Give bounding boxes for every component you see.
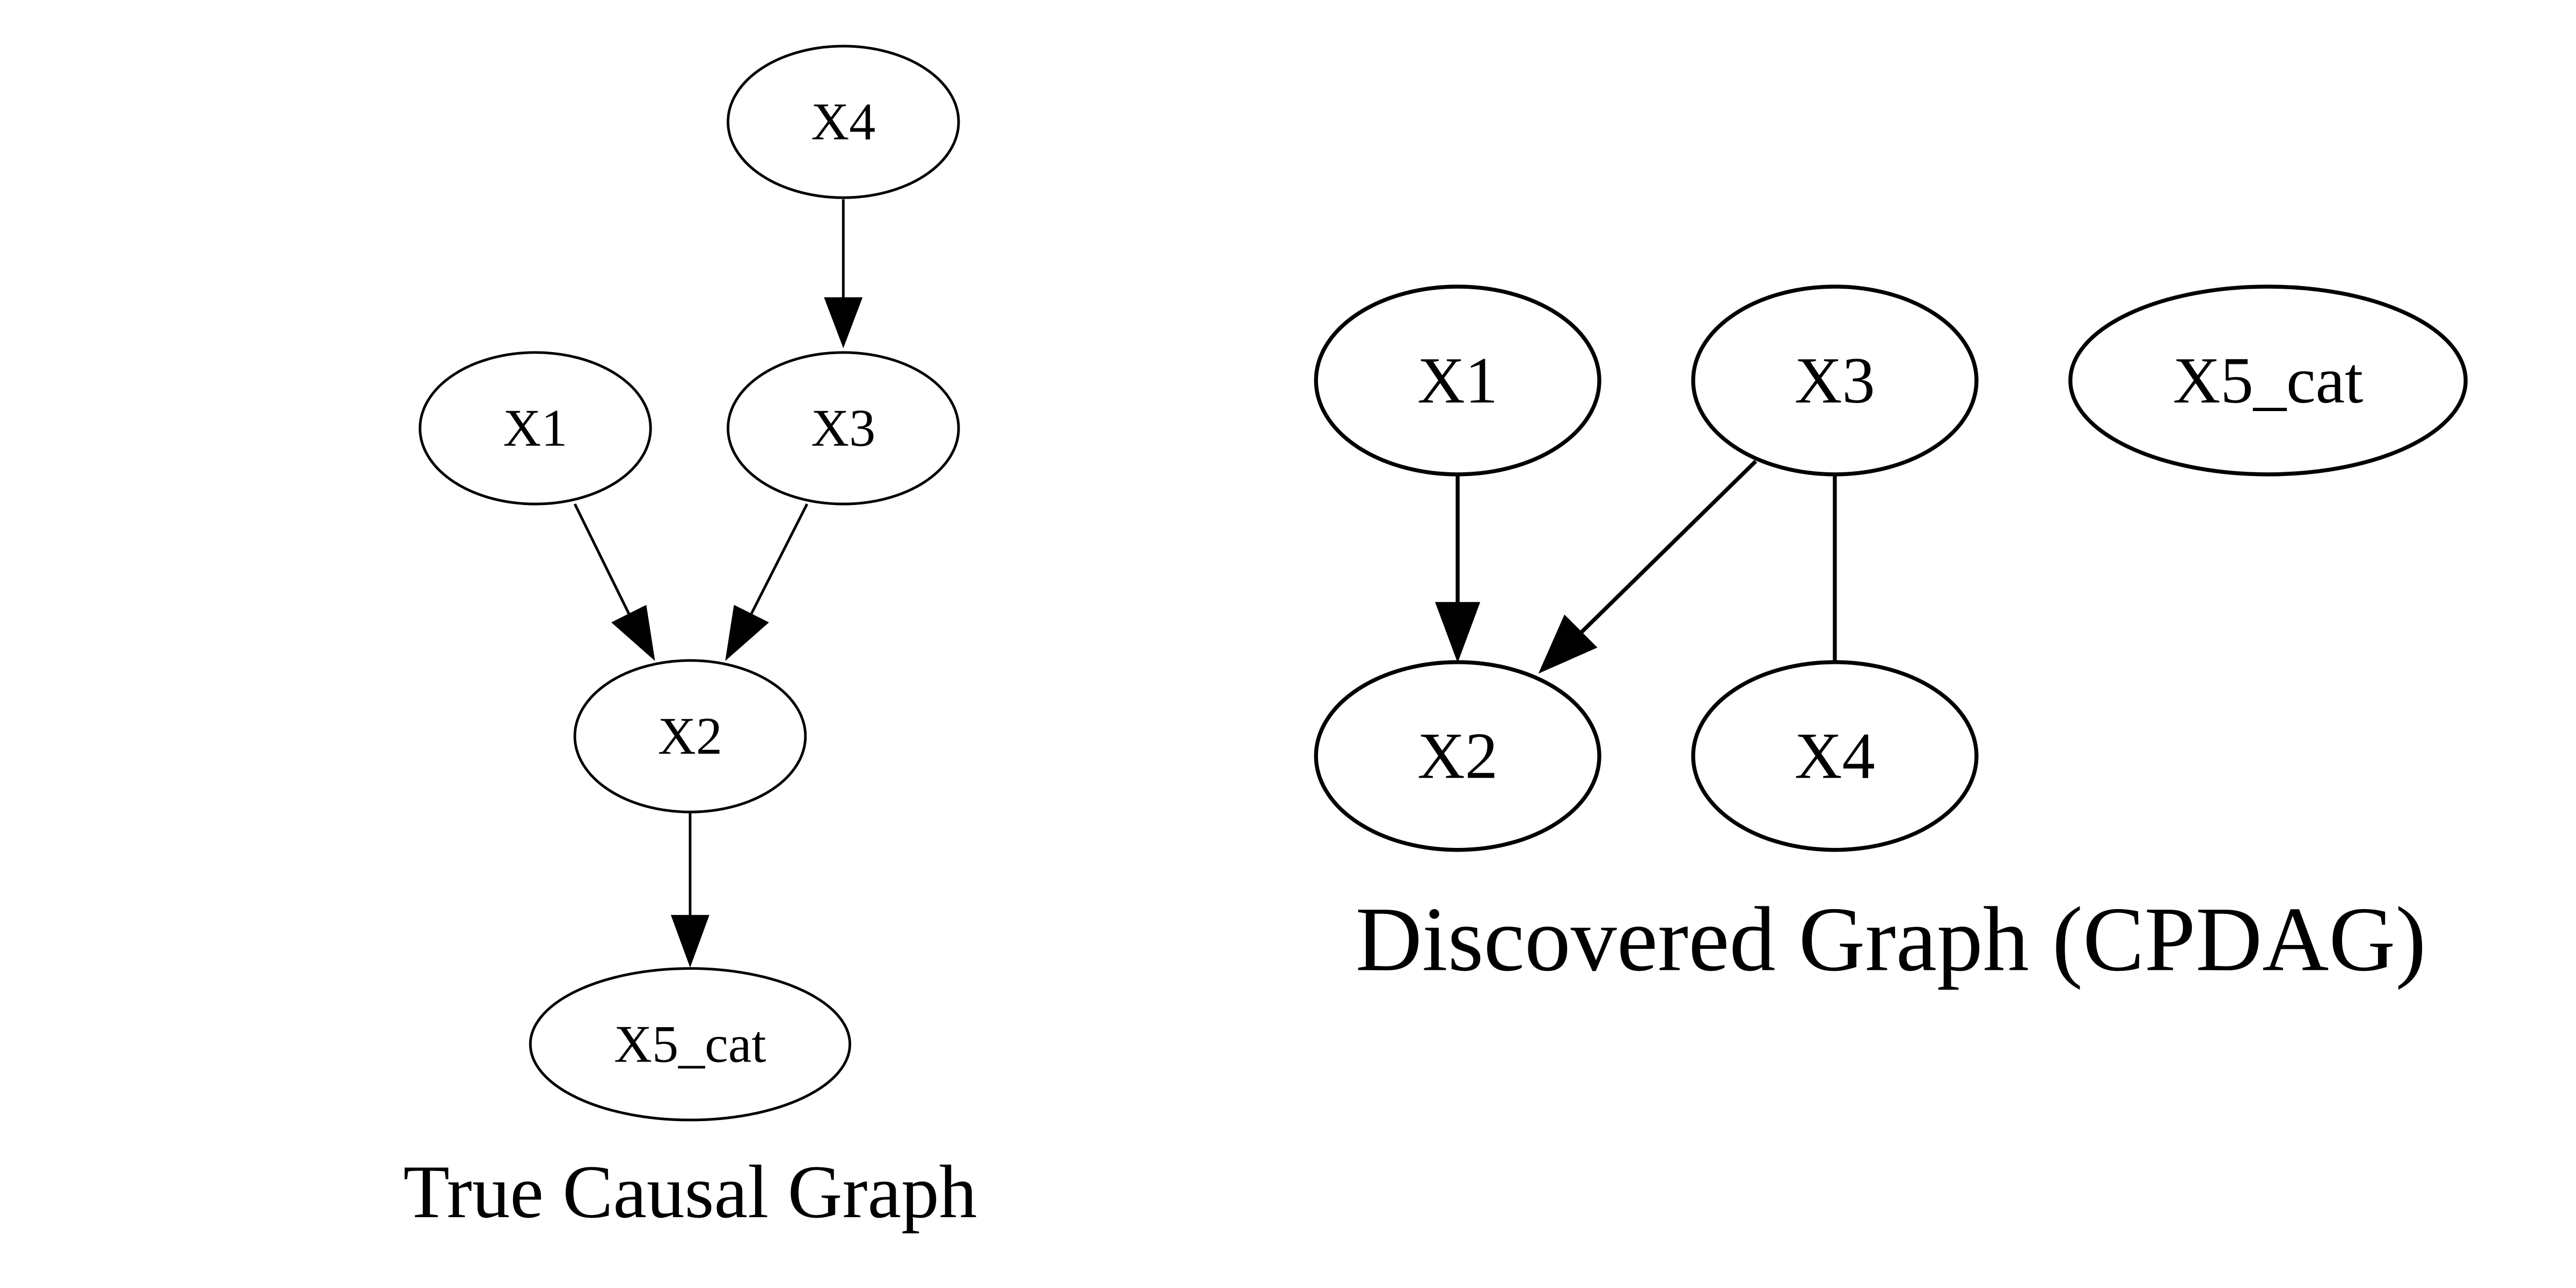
disc-node-x3: X3 bbox=[1691, 284, 1979, 477]
disc-arrowhead-x2-from-x1 bbox=[1435, 602, 1481, 663]
disc-node-x3-label: X3 bbox=[1795, 344, 1875, 417]
disc-node-x4-label: X4 bbox=[1795, 720, 1875, 793]
disc-node-x4-shape bbox=[1691, 660, 1979, 852]
true-node-x2: X2 bbox=[573, 659, 807, 814]
true-graph-caption: True Causal Graph bbox=[403, 1150, 977, 1234]
true-arrowhead-x3 bbox=[824, 297, 863, 348]
disc-node-x1: X1 bbox=[1314, 284, 1601, 477]
true-node-x5-cat: X5_cat bbox=[529, 967, 852, 1122]
true-node-x1-shape bbox=[419, 351, 652, 506]
true-node-x3-label: X3 bbox=[811, 399, 875, 457]
disc-arrowhead-x2-from-x3 bbox=[1538, 614, 1598, 674]
disc-edge-x3-x2 bbox=[1579, 459, 1758, 634]
true-edge-x3-x2 bbox=[750, 503, 809, 615]
disc-node-x3-shape bbox=[1691, 284, 1979, 477]
disc-node-x2-shape bbox=[1314, 660, 1601, 852]
true-node-x2-shape bbox=[573, 659, 807, 814]
true-node-x4-label: X4 bbox=[811, 93, 875, 151]
true-node-x2-label: X2 bbox=[658, 707, 722, 765]
disc-node-x5-cat-label: X5_cat bbox=[2173, 344, 2363, 417]
true-node-x1: X1 bbox=[419, 351, 652, 506]
true-node-x4-shape bbox=[727, 45, 960, 199]
true-causal-graph: X4 X1 X3 X2 X5_cat True Causal Graph bbox=[403, 45, 977, 1234]
true-arrowhead-x2-from-x3 bbox=[725, 605, 769, 661]
disc-node-x4: X4 bbox=[1691, 660, 1979, 852]
true-node-x3: X3 bbox=[727, 351, 960, 506]
true-node-x4: X4 bbox=[727, 45, 960, 199]
disc-node-x5-cat-shape bbox=[2068, 284, 2468, 477]
true-node-x1-label: X1 bbox=[503, 399, 567, 457]
true-arrowhead-x2-from-x1 bbox=[611, 605, 655, 661]
disc-node-x2-label: X2 bbox=[1417, 720, 1498, 793]
true-node-x5-cat-shape bbox=[529, 967, 852, 1122]
discovered-graph-caption: Discovered Graph (CPDAG) bbox=[1356, 889, 2426, 991]
discovered-graph: X1 X3 X5_cat X2 X4 Discovered Graph (CPD… bbox=[1314, 284, 2468, 991]
disc-node-x2: X2 bbox=[1314, 660, 1601, 852]
disc-node-x5-cat: X5_cat bbox=[2068, 284, 2468, 477]
disc-node-x1-label: X1 bbox=[1417, 344, 1498, 417]
disc-node-x1-shape bbox=[1314, 284, 1601, 477]
true-node-x5-cat-label: X5_cat bbox=[614, 1015, 766, 1073]
true-edge-x1-x2 bbox=[573, 503, 631, 615]
true-arrowhead-x5 bbox=[670, 914, 709, 968]
true-node-x3-shape bbox=[727, 351, 960, 506]
